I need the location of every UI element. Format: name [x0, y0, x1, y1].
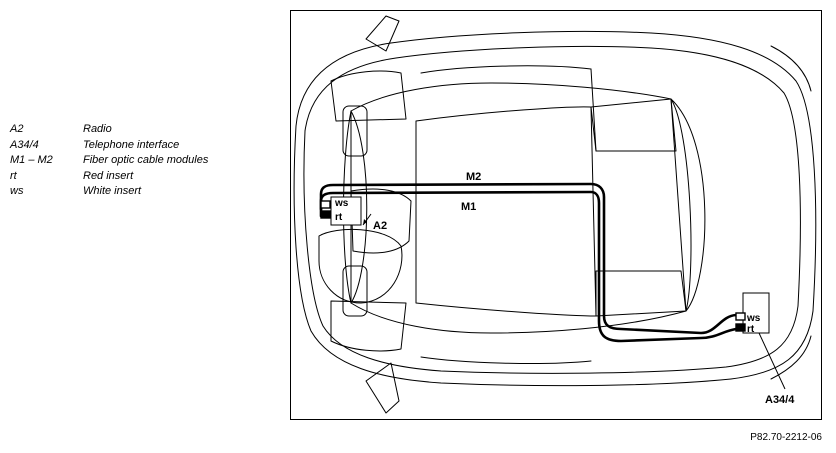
ws-label-rear: ws [746, 313, 761, 324]
rt-label-rear: rt [747, 324, 755, 335]
diagram-frame: ws rt A2 ws rt A34/4 M2 M1 [290, 10, 822, 420]
legend-code: A2 [10, 123, 24, 135]
a34-4-leader-line [758, 332, 786, 390]
cable-m1 [319, 190, 745, 343]
steering-wheel [318, 228, 403, 304]
door-line-bottom [420, 356, 592, 365]
cable-m2 [319, 182, 745, 335]
rear-light-bottom [770, 335, 812, 380]
legend-code: M1 – M2 [10, 154, 53, 166]
figure-id: P82.70-2212-06 [750, 432, 822, 443]
left-mirror [365, 15, 400, 52]
car-body-outline [293, 30, 817, 387]
legend-description: Radio [83, 123, 112, 135]
legend-description: Red insert [83, 169, 134, 182]
passenger-seat-outline [330, 300, 407, 352]
legend-description: Telephone interface [83, 138, 180, 151]
ws-label-front: ws [334, 198, 349, 209]
center-pillar [590, 68, 597, 152]
legend-description: Fiber optic cable modules [83, 154, 209, 166]
vehicle-wiring-diagram: ws rt A2 ws rt A34/4 M2 M1 [293, 15, 817, 414]
a34-4-label: A34/4 [765, 394, 795, 406]
rt-connector-front [320, 210, 331, 219]
m2-label: M2 [466, 171, 481, 183]
legend-code: rt [10, 169, 17, 182]
ws-connector-rear [735, 312, 746, 321]
roof-outline [415, 106, 597, 317]
driver-seat-outline [330, 70, 407, 122]
ws-connector-front [320, 200, 331, 209]
legend-description: White insert [83, 185, 142, 197]
dashboard-vent-top [342, 105, 368, 157]
dashboard-vent-bottom [342, 265, 368, 317]
door-line-top [420, 65, 592, 74]
center-console [350, 188, 412, 254]
telephone-interface-a34-4-module [735, 292, 770, 334]
rear-quarter-window-bottom [595, 270, 687, 317]
right-mirror [365, 362, 400, 414]
rt-connector-rear [735, 323, 746, 332]
a2-label: A2 [373, 220, 387, 232]
rear-light-top [770, 45, 812, 92]
windshield-outline [343, 110, 368, 304]
legend-code: ws [10, 185, 24, 197]
rt-label-front: rt [335, 212, 343, 223]
rear-window-outline [670, 98, 706, 312]
rear-quarter-window-top [590, 98, 677, 152]
cabin-glass-outline [350, 82, 687, 334]
car-body-inner-outline [303, 45, 801, 374]
m1-label: M1 [461, 201, 476, 213]
legend-code: A34/4 [10, 138, 39, 151]
radio-a2-module [320, 196, 362, 226]
